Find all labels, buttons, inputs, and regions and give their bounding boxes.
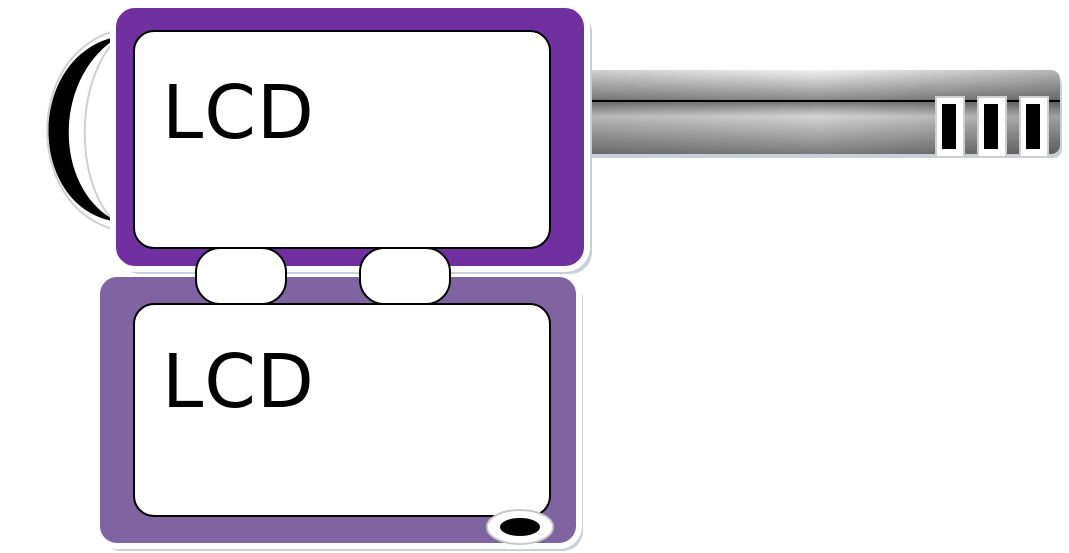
bottom-lcd-label: LCD — [162, 339, 315, 425]
connector-pin-core — [1026, 104, 1040, 149]
hinge-tab — [359, 247, 451, 305]
top-lcd-screen — [133, 30, 551, 249]
hinge-tab — [195, 247, 287, 305]
connector-pin-core — [942, 104, 956, 149]
connector-bar — [578, 70, 1062, 158]
bottom-device — [94, 271, 583, 551]
oval-button-icon[interactable] — [486, 509, 554, 545]
top-lcd-label: LCD — [162, 70, 315, 156]
connector-pins — [935, 96, 1049, 158]
connector-pin-core — [984, 104, 998, 149]
hinge-tabs — [195, 247, 451, 305]
top-device — [110, 2, 592, 274]
bottom-lcd-screen — [133, 303, 551, 517]
